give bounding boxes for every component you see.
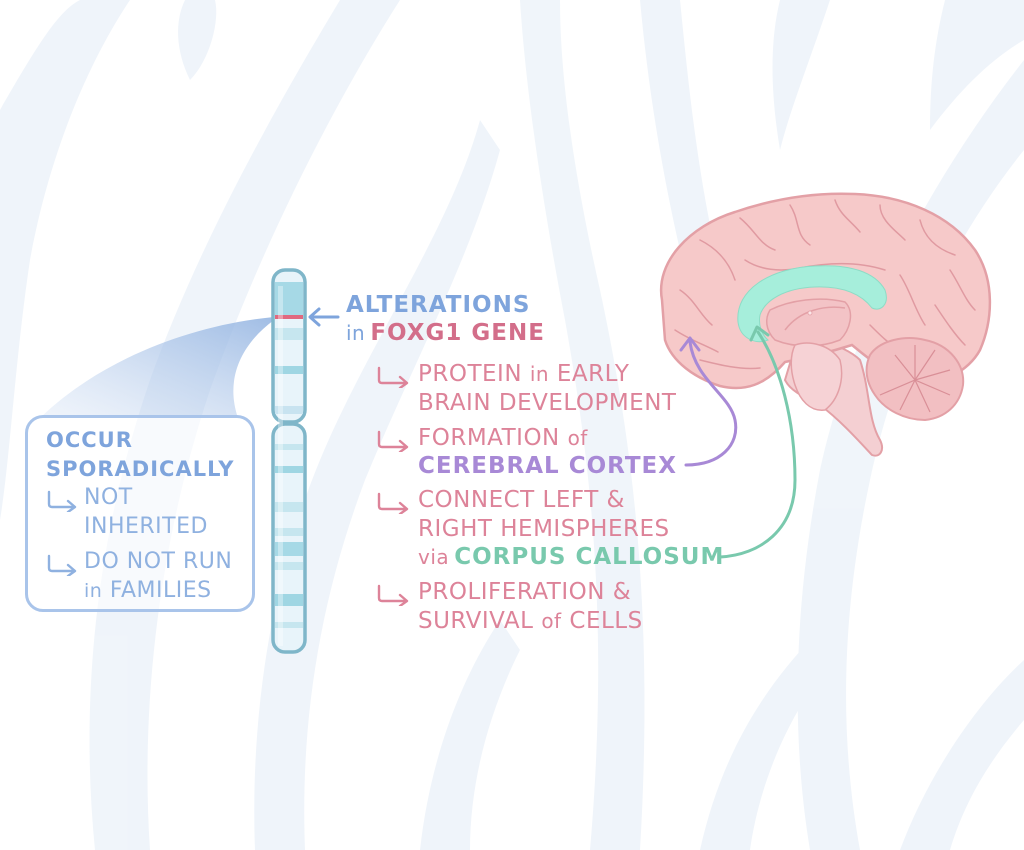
- sporadic-item2-prefix: in: [84, 580, 103, 602]
- hook-arrow-icon: [377, 430, 409, 452]
- function4-cells: CELLS: [569, 608, 643, 634]
- foxg1-gene-label: FOXG1 GENE: [370, 320, 545, 346]
- function3-line2: RIGHT HEMISPHERES: [418, 516, 670, 542]
- sporadic-item2-line1: DO NOT RUN: [84, 549, 233, 574]
- corpus-callosum-label: CORPUS CALLOSUM: [454, 544, 725, 570]
- hook-arrow-icon: [377, 366, 409, 388]
- function4-line1: PROLIFERATION &: [418, 579, 632, 605]
- function2-of: of: [567, 426, 588, 450]
- corpus-callosum-pointer-arrow: [718, 325, 797, 559]
- cerebral-cortex-label: CEREBRAL CORTEX: [418, 453, 677, 479]
- hook-arrow-icon: [377, 492, 409, 514]
- sporadic-title-line2: SPORADICALLY: [46, 457, 235, 481]
- hook-arrow-icon: [47, 490, 77, 512]
- sporadic-title-line1: OCCUR: [46, 428, 133, 452]
- function3-via: via: [418, 545, 450, 569]
- gene-locus-marker: [275, 315, 303, 319]
- chromosome-illustration: [271, 268, 307, 654]
- function4-survival: SURVIVAL: [418, 608, 534, 634]
- function1-in: in: [529, 362, 550, 386]
- function2-formation: FORMATION: [418, 425, 560, 451]
- sporadic-item1-line1: NOT: [84, 485, 133, 510]
- sporadic-item1-line2: INHERITED: [84, 514, 208, 539]
- alterations-in: in: [346, 321, 366, 345]
- function1-line2: BRAIN DEVELOPMENT: [418, 390, 677, 416]
- sporadic-info-box: [25, 415, 255, 612]
- alterations-heading: ALTERATIONS: [346, 292, 531, 318]
- function1-early: EARLY: [556, 361, 630, 387]
- function1-protein: PROTEIN: [418, 361, 523, 387]
- hook-arrow-icon: [377, 584, 409, 606]
- hook-arrow-icon: [47, 554, 77, 576]
- sporadic-item2-line2: FAMILIES: [109, 578, 212, 603]
- cortex-pointer-arrow: [679, 336, 738, 467]
- function3-line1: CONNECT LEFT &: [418, 487, 625, 513]
- left-arrow-icon: [308, 307, 340, 327]
- function4-of: of: [541, 609, 562, 633]
